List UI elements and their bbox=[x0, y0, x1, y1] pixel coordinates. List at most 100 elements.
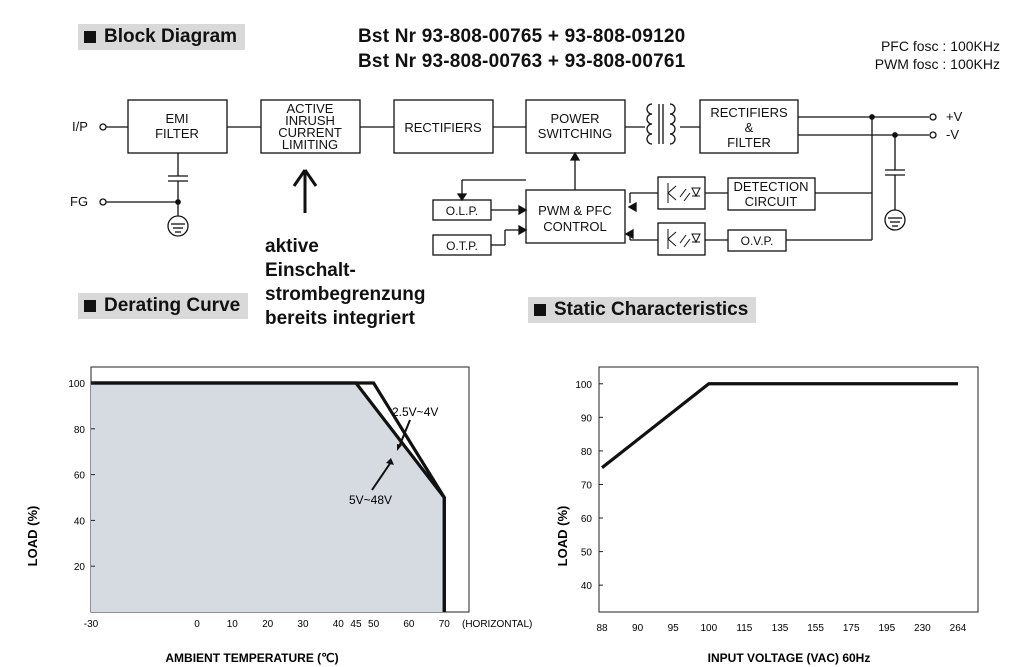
inrush-label: INRUSH bbox=[285, 113, 335, 128]
y-tick-label: 100 bbox=[575, 380, 592, 391]
bullet-square-icon bbox=[84, 300, 96, 312]
block-diagram-title: Block Diagram bbox=[104, 26, 238, 47]
ip-terminal bbox=[99, 123, 107, 131]
inrush-label: LIMITING bbox=[282, 137, 338, 152]
annotation-line: Einschalt- bbox=[265, 260, 356, 281]
y-tick-label: 60 bbox=[581, 514, 593, 525]
optocoupler-icon bbox=[657, 222, 706, 256]
static-characteristics-header: Static Characteristics bbox=[528, 297, 757, 323]
rect-filter-label: RECTIFIERS bbox=[710, 105, 788, 120]
x-tick-label: 135 bbox=[772, 623, 789, 634]
emi-filter-label: FILTER bbox=[155, 126, 199, 141]
series-label-5v-48v: 5V~48V bbox=[349, 493, 392, 507]
order-number-1: Bst Nr 93-808-00765 + 93-808-09120 bbox=[358, 26, 686, 47]
x-tick-label: 30 bbox=[297, 619, 309, 630]
bullet-square-icon bbox=[534, 304, 546, 316]
pos-output-terminal bbox=[929, 113, 937, 121]
derating-area-fill bbox=[91, 383, 445, 612]
x-tick-label: 20 bbox=[262, 619, 274, 630]
y-tick-label: 80 bbox=[74, 425, 86, 436]
block-diagram-header: Block Diagram bbox=[78, 24, 246, 50]
y-tick-label: 50 bbox=[581, 548, 593, 559]
ground-icon bbox=[167, 215, 189, 237]
order-number-2: Bst Nr 93-808-00763 + 93-808-00761 bbox=[358, 51, 686, 72]
y-tick-label: 60 bbox=[74, 471, 86, 482]
otp-label: O.T.P. bbox=[446, 239, 478, 253]
olp-label: O.L.P. bbox=[446, 204, 478, 218]
fg-terminal bbox=[99, 198, 107, 206]
detection-circuit-block bbox=[727, 177, 816, 211]
x-tick-label: 155 bbox=[807, 623, 824, 634]
rectifiers-label: RECTIFIERS bbox=[404, 120, 482, 135]
x-tick-label: 45 bbox=[350, 619, 362, 630]
x-tick-label: 264 bbox=[950, 623, 967, 634]
detection-label: DETECTION bbox=[733, 179, 808, 194]
x-tick-label: 115 bbox=[736, 623, 752, 634]
x-tick-label: 0 bbox=[194, 619, 200, 630]
inrush-annotation: aktive Einschalt- strombegrenzung bereit… bbox=[265, 235, 425, 331]
ip-label: I/P bbox=[72, 119, 88, 134]
x-tick-label: 195 bbox=[878, 623, 895, 634]
static-y-axis-label: LOAD (%) bbox=[555, 506, 570, 567]
x-tick-label: 100 bbox=[700, 623, 717, 634]
x-tick-label: 95 bbox=[668, 623, 680, 634]
pwm-pfc-label: PWM & PFC bbox=[538, 203, 612, 218]
block-diagram: I/P EMI FILTER ACTIVE INRUSH CURRENT LIM… bbox=[70, 99, 963, 256]
inrush-label: CURRENT bbox=[278, 125, 342, 140]
derating-chart: 20 40 60 80 100 -30 0 10 20 30 40 45 50 60 70 (HORIZO… bbox=[25, 366, 532, 665]
up-arrow-icon bbox=[292, 169, 318, 213]
static-plot-frame bbox=[598, 366, 979, 613]
detection-label: CIRCUIT bbox=[745, 194, 798, 209]
x-tick-label: 50 bbox=[368, 619, 380, 630]
x-tick-label: 175 bbox=[843, 623, 860, 634]
rect-filter-label: & bbox=[745, 120, 754, 135]
static-chart: 40 50 60 70 80 90 100 88 90 95 100 115 135 155 175 195… bbox=[555, 366, 979, 665]
emi-filter-label: EMI bbox=[165, 111, 188, 126]
pfc-frequency: PFC fosc : 100KHz bbox=[880, 38, 1000, 54]
neg-output-label: -V bbox=[946, 127, 959, 142]
neg-output-terminal bbox=[929, 131, 937, 139]
x-tick-label: 90 bbox=[632, 623, 644, 634]
ovp-label: O.V.P. bbox=[741, 234, 774, 248]
derating-x-axis-label: AMBIENT TEMPERATURE (℃) bbox=[165, 651, 338, 665]
x-tick-label: -30 bbox=[84, 619, 99, 630]
annotation-line: bereits integriert bbox=[265, 308, 415, 329]
static-characteristics-title: Static Characteristics bbox=[554, 299, 749, 320]
label-pointer bbox=[398, 419, 411, 448]
series-label-2v5-4v: 2.5V~4V bbox=[392, 405, 438, 419]
y-tick-label: 100 bbox=[68, 379, 85, 390]
x-tick-label: 10 bbox=[227, 619, 239, 630]
y-tick-label: 20 bbox=[74, 562, 86, 573]
static-x-axis-label: INPUT VOLTAGE (VAC) 60Hz bbox=[708, 651, 871, 665]
derating-curve-header: Derating Curve bbox=[78, 293, 249, 319]
power-switching-label: POWER bbox=[550, 111, 599, 126]
y-tick-label: 90 bbox=[581, 413, 593, 424]
y-tick-label: 40 bbox=[74, 516, 86, 527]
x-tick-label: 230 bbox=[914, 623, 931, 634]
y-tick-label: 40 bbox=[581, 581, 593, 592]
derating-series-line bbox=[91, 381, 446, 612]
inrush-label: ACTIVE bbox=[287, 101, 334, 116]
rect-filter-label: FILTER bbox=[727, 135, 771, 150]
annotation-line: aktive bbox=[265, 236, 319, 257]
annotation-line: strombegrenzung bbox=[265, 284, 426, 305]
x-tick-label: 60 bbox=[403, 619, 415, 630]
ground-icon bbox=[884, 209, 906, 231]
derating-x-suffix: (HORIZONTAL) bbox=[462, 619, 532, 630]
x-tick-label: 70 bbox=[439, 619, 451, 630]
derating-y-axis-label: LOAD (%) bbox=[25, 506, 40, 567]
y-tick-label: 70 bbox=[581, 480, 593, 491]
transformer-icon bbox=[646, 103, 676, 145]
static-series-line bbox=[601, 382, 958, 469]
rectifiers-filter-block bbox=[699, 99, 799, 154]
label-pointer bbox=[371, 461, 392, 491]
pwm-pfc-label: CONTROL bbox=[543, 219, 607, 234]
x-tick-label: 40 bbox=[333, 619, 345, 630]
power-switching-label: SWITCHING bbox=[538, 126, 612, 141]
bullet-square-icon bbox=[84, 31, 96, 43]
pos-output-label: +V bbox=[946, 109, 963, 124]
y-tick-label: 80 bbox=[581, 447, 593, 458]
derating-curve-title: Derating Curve bbox=[104, 295, 241, 316]
x-tick-label: 88 bbox=[596, 623, 608, 634]
